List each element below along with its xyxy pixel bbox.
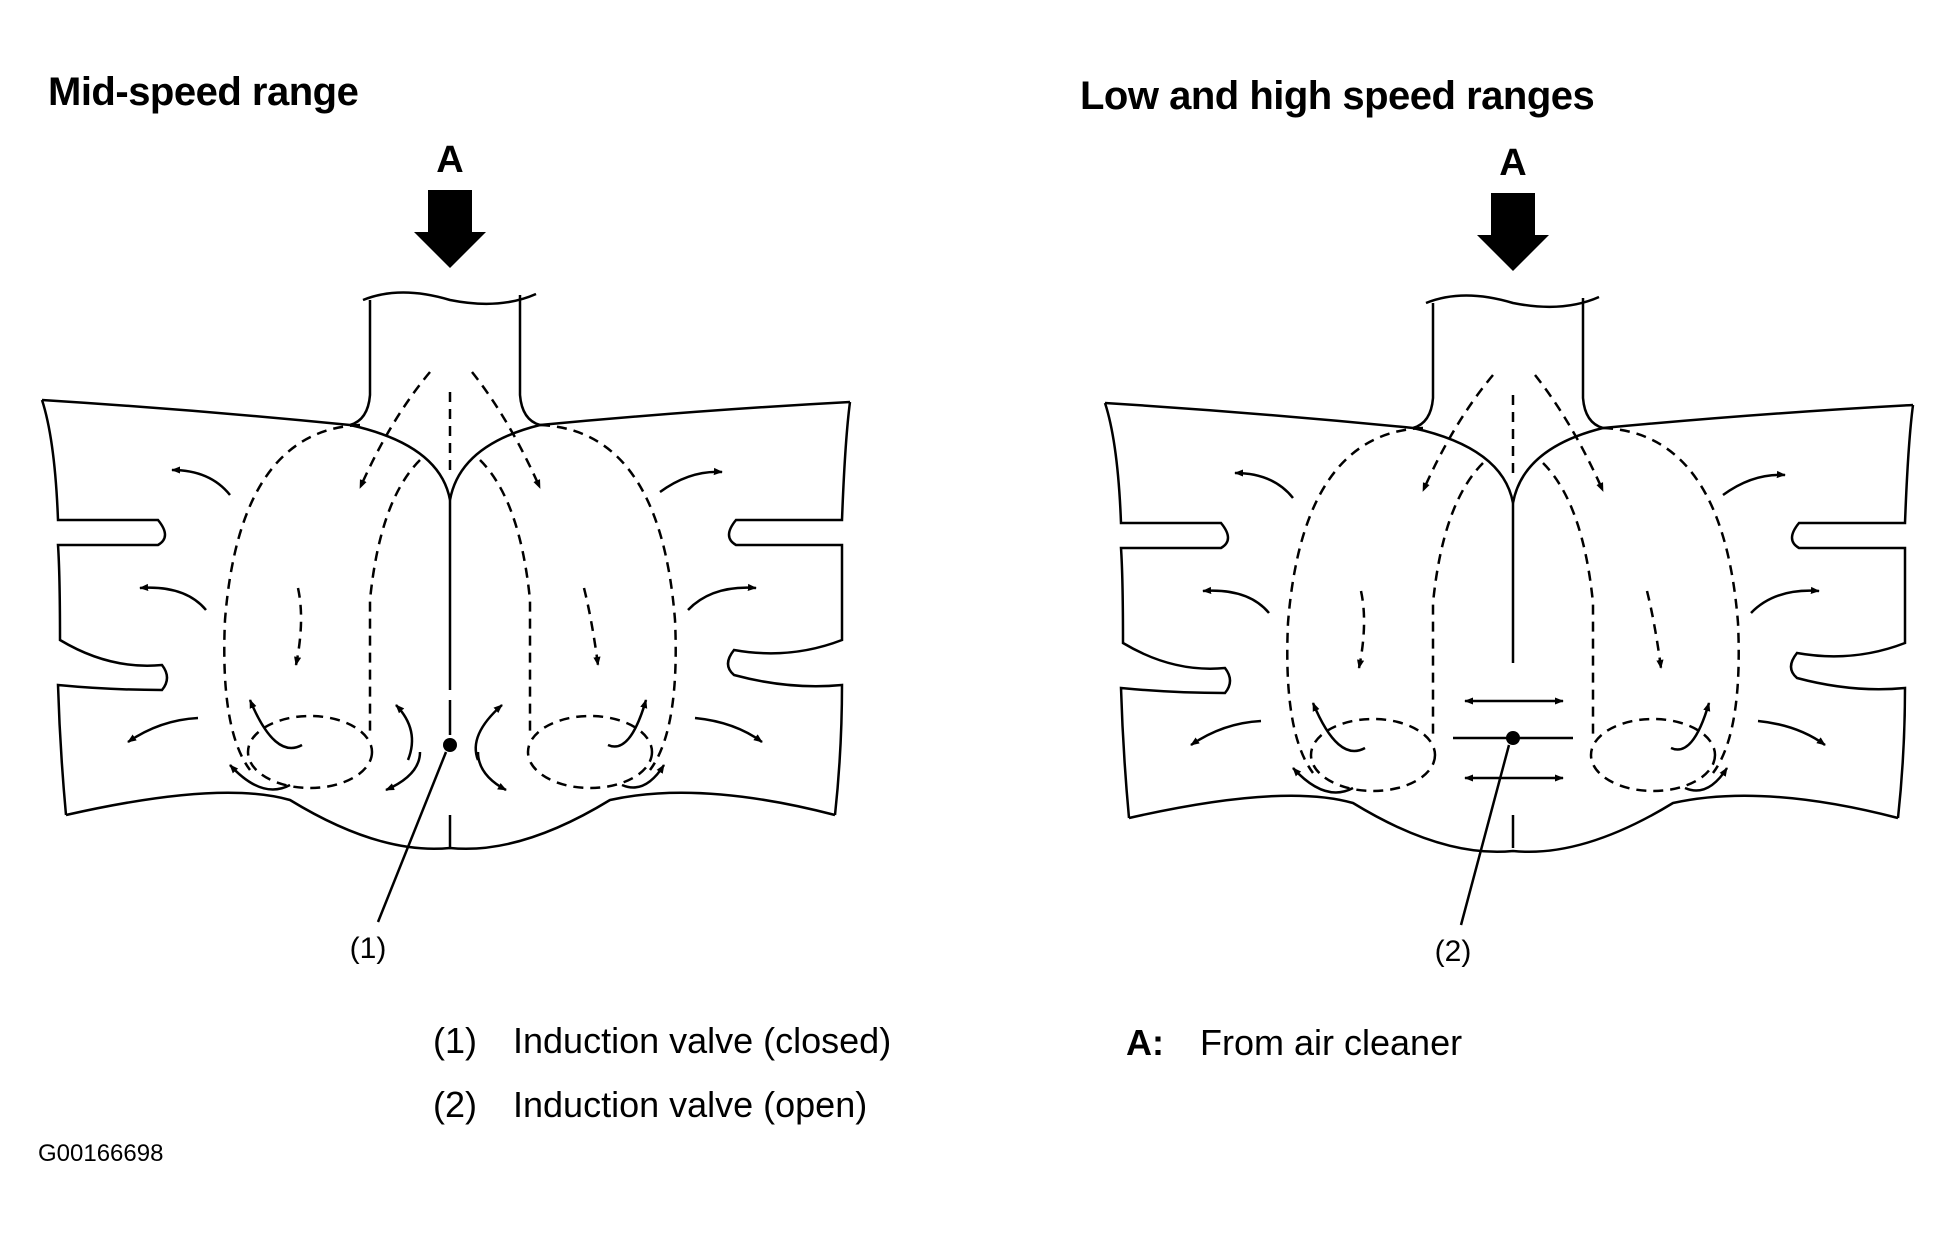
- airflow-solid-arrows: [1190, 469, 1826, 794]
- inlet-arrow: [1477, 193, 1549, 271]
- legend-text: Induction valve (open): [513, 1084, 868, 1125]
- induction-valve-open: [1506, 731, 1520, 745]
- legend-item-2: (2) Induction valve (open): [433, 1084, 1033, 1128]
- legend-number: (1): [433, 1020, 477, 1061]
- legend-key-letter: A:: [1126, 1022, 1164, 1063]
- legend-item-1: (1) Induction valve (closed): [433, 1020, 1033, 1064]
- panel-title-low-high-speed: Low and high speed ranges: [1080, 74, 1595, 118]
- legend-text: Induction valve (closed): [513, 1020, 892, 1061]
- legend-key-a: A: From air cleaner: [1126, 1022, 1726, 1066]
- legend-number: (2): [433, 1084, 477, 1125]
- callout-label: (1): [350, 932, 387, 965]
- callout-label: (2): [1435, 935, 1472, 968]
- legend-key-text: From air cleaner: [1200, 1022, 1463, 1063]
- callout-leader: [1459, 744, 1511, 926]
- manifold-outline: [1103, 294, 1915, 853]
- figure-id: G00166698: [38, 1140, 164, 1167]
- callout-leader: [376, 751, 448, 923]
- inlet-label-a: A: [1499, 142, 1526, 184]
- airflow-dashed-paths: [1286, 374, 1740, 793]
- induction-valve-closed: [443, 738, 457, 752]
- valve-motion-arrows: [1464, 697, 1564, 782]
- panel-title-mid-speed: Mid-speed range: [48, 70, 359, 114]
- inlet-label-a: A: [436, 139, 463, 181]
- manifold-outline: [40, 291, 852, 850]
- panel-mid-speed: A: [40, 139, 852, 965]
- panel-low-high-speed: A: [1103, 142, 1915, 968]
- airflow-dashed-paths: [223, 371, 677, 790]
- inlet-arrow: [414, 190, 486, 268]
- airflow-solid-arrows: [127, 466, 763, 792]
